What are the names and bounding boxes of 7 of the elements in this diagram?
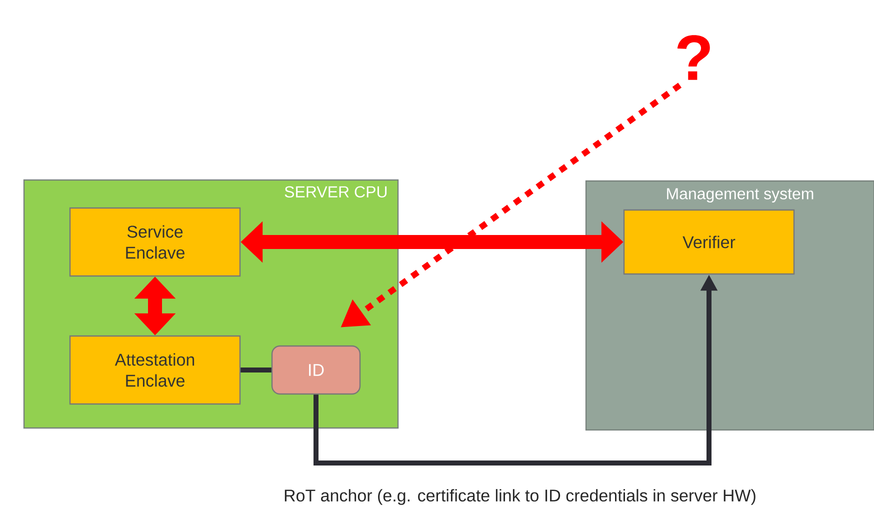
- question-mark: ?: [677, 35, 710, 80]
- enclave-box: Attestation Enclave: [69, 335, 241, 405]
- connector-line: [240, 368, 272, 372]
- caption-text: RoT anchor (e.g. certificate link to ID credentials in server HW): [284, 489, 756, 505]
- enclave-box: Service Enclave: [69, 207, 241, 277]
- verifier-box: Verifier: [623, 209, 795, 275]
- id-box: ID: [271, 345, 361, 395]
